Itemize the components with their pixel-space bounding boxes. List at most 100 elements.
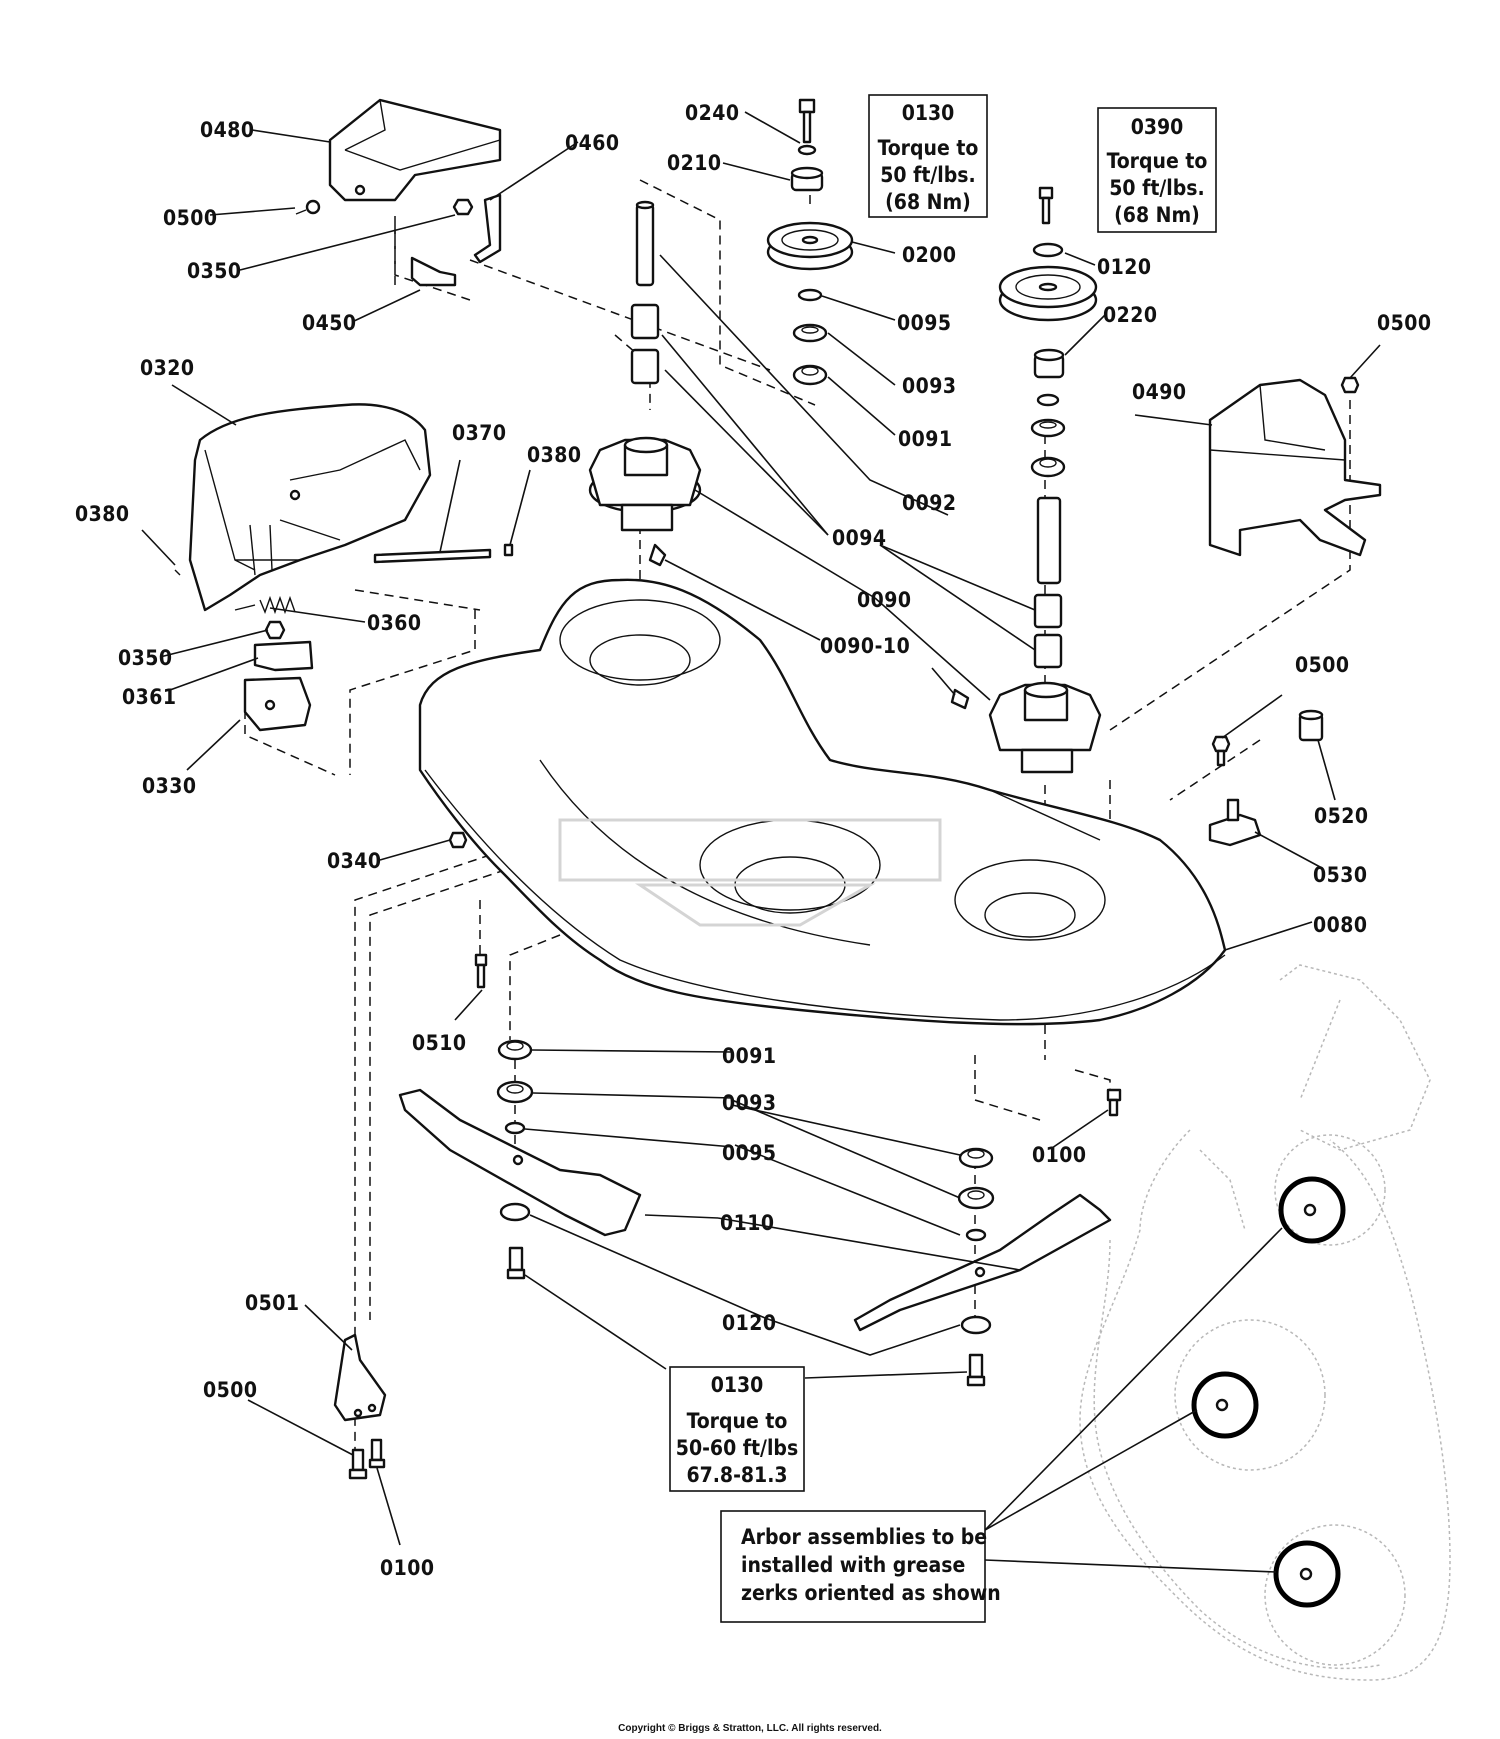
bracket-0450 xyxy=(410,256,457,287)
svg-text:50 ft/lbs.: 50 ft/lbs. xyxy=(880,163,975,187)
bolt-icon xyxy=(1211,735,1231,767)
grease-zerk-icon xyxy=(950,688,970,710)
bearing-icon xyxy=(792,364,828,386)
pulley-icon xyxy=(766,221,854,271)
bolt-icon xyxy=(295,199,321,215)
callout-0450: 0450 xyxy=(302,311,357,335)
grease-zerk-ring-upper xyxy=(1278,1176,1346,1244)
callout-0120: 0120 xyxy=(1097,255,1152,279)
deck-shell-icon xyxy=(418,578,1227,1026)
nut-icon xyxy=(452,198,474,216)
callout-0520: 0520 xyxy=(1314,804,1369,828)
svg-text:Arbor assemblies to be: Arbor assemblies to be xyxy=(741,1525,987,1549)
callout-0095: 0095 xyxy=(897,311,952,335)
bearing-icon xyxy=(1030,418,1066,438)
callout-0340: 0340 xyxy=(327,849,382,873)
spacer-0220 xyxy=(1033,348,1065,379)
bolt-icon xyxy=(1038,186,1054,225)
callout-0350: 0350 xyxy=(118,646,173,670)
belt-shield-0490 xyxy=(1208,378,1382,557)
callout-0320: 0320 xyxy=(140,356,195,380)
grease-zerk-ring-lower xyxy=(1273,1540,1341,1608)
callout-0092: 0092 xyxy=(902,491,957,515)
bearing-icon xyxy=(957,1186,995,1210)
rod-0370 xyxy=(373,548,492,564)
washer-icon xyxy=(965,1228,987,1242)
bolt-icon xyxy=(174,543,514,576)
callout-0120: 0120 xyxy=(722,1311,777,1335)
callout-0500: 0500 xyxy=(1295,653,1350,677)
pulley-icon xyxy=(998,265,1098,322)
grease-zerk-icon xyxy=(648,543,667,567)
nut-icon xyxy=(264,620,286,640)
washer-icon xyxy=(504,1121,526,1135)
grease-fitting-0520 xyxy=(1298,709,1324,742)
callout-0095: 0095 xyxy=(722,1141,777,1165)
spacer-0094-right xyxy=(1033,593,1063,669)
callout-0330: 0330 xyxy=(142,774,197,798)
callout-0100: 0100 xyxy=(1032,1143,1087,1167)
brand-watermark xyxy=(558,818,942,927)
leader-lines xyxy=(141,111,1381,1573)
callout-0090: 0090 xyxy=(857,588,912,612)
bracket-0330 xyxy=(243,676,312,732)
torque-box-0130-bottom: 0130 Torque to 50-60 ft/lbs 67.8-81.3 xyxy=(669,1366,805,1492)
callout-0240: 0240 xyxy=(685,101,740,125)
washer-icon xyxy=(797,144,817,156)
spacer-tube-0092-right xyxy=(1036,496,1062,585)
bolt-icon xyxy=(368,1438,386,1469)
svg-text:0390: 0390 xyxy=(1131,115,1184,139)
callout-0093: 0093 xyxy=(902,374,957,398)
spindle-housing-icon xyxy=(988,681,1102,774)
callout-0500: 0500 xyxy=(163,206,218,230)
callout-0220: 0220 xyxy=(1103,303,1158,327)
torque-box-0390: 0390 Torque to 50 ft/lbs. (68 Nm) xyxy=(1097,107,1217,233)
bolt-icon xyxy=(798,98,816,144)
svg-text:67.8-81.3: 67.8-81.3 xyxy=(686,1463,787,1487)
callout-0490: 0490 xyxy=(1132,380,1187,404)
bolt-icon xyxy=(1106,1088,1122,1117)
washer-icon xyxy=(1036,393,1060,407)
callout-0510: 0510 xyxy=(412,1031,467,1055)
bolt-icon xyxy=(506,1246,526,1280)
bearing-icon xyxy=(958,1147,994,1169)
spacer-0094-upper xyxy=(630,303,660,340)
torque-box-0130-top: 0130 Torque to 50 ft/lbs. (68 Nm) xyxy=(868,94,988,218)
bearing-icon xyxy=(1030,456,1066,478)
svg-text:Torque to: Torque to xyxy=(687,1409,788,1433)
callout-0370: 0370 xyxy=(452,421,507,445)
callout-0380: 0380 xyxy=(75,502,130,526)
bolt-icon xyxy=(474,953,488,989)
callout-0501: 0501 xyxy=(245,1291,300,1315)
callout-0350: 0350 xyxy=(187,259,242,283)
callout-0110: 0110 xyxy=(720,1211,775,1235)
washer-icon xyxy=(797,288,823,302)
svg-text:zerks oriented as shown: zerks oriented as shown xyxy=(741,1581,1001,1605)
svg-text:50-60 ft/lbs: 50-60 ft/lbs xyxy=(676,1436,798,1460)
bolt-icon xyxy=(966,1353,986,1387)
callout-0360: 0360 xyxy=(367,611,422,635)
bearing-icon xyxy=(792,323,828,343)
callout-0460: 0460 xyxy=(565,131,620,155)
baffle-0501 xyxy=(333,1333,387,1422)
svg-text:0130: 0130 xyxy=(711,1373,764,1397)
spindle-housing-icon xyxy=(588,436,702,532)
bracket-0361 xyxy=(253,640,314,672)
svg-text:(68 Nm): (68 Nm) xyxy=(885,190,971,214)
discharge-chute-0320 xyxy=(188,403,432,612)
bearing-icon xyxy=(496,1080,534,1104)
washer-icon xyxy=(790,166,824,192)
svg-text:0130: 0130 xyxy=(902,101,955,125)
callout-0100: 0100 xyxy=(380,1556,435,1580)
bolt-icon xyxy=(1340,376,1360,394)
washer-icon xyxy=(1032,242,1064,258)
arbor-note-box: Arbor assemblies to be installed with gr… xyxy=(720,1510,1001,1623)
ghost-deck-orientation-view xyxy=(1079,964,1451,1681)
bearing-icon xyxy=(497,1039,533,1061)
spacer-tube-0092 xyxy=(635,200,655,287)
callout-0091: 0091 xyxy=(722,1044,777,1068)
spacer-0094-lower xyxy=(630,348,660,385)
bracket-0530 xyxy=(1208,798,1262,847)
svg-text:(68 Nm): (68 Nm) xyxy=(1114,203,1200,227)
